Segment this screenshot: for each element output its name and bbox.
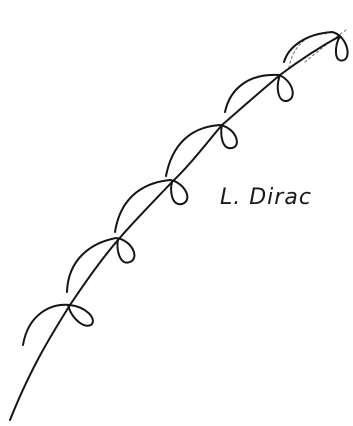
- loop-2: [66, 237, 136, 293]
- loop-5: [224, 73, 294, 113]
- loop-1: [22, 303, 94, 346]
- loop-3: [114, 179, 189, 233]
- dirac-label: L. Dirac: [220, 185, 312, 210]
- faint-loop-top: [288, 33, 327, 69]
- main-trajectory-line: [9, 35, 341, 421]
- loop-6: [283, 31, 349, 63]
- loop-4: [165, 124, 238, 177]
- loop-group: [22, 31, 349, 346]
